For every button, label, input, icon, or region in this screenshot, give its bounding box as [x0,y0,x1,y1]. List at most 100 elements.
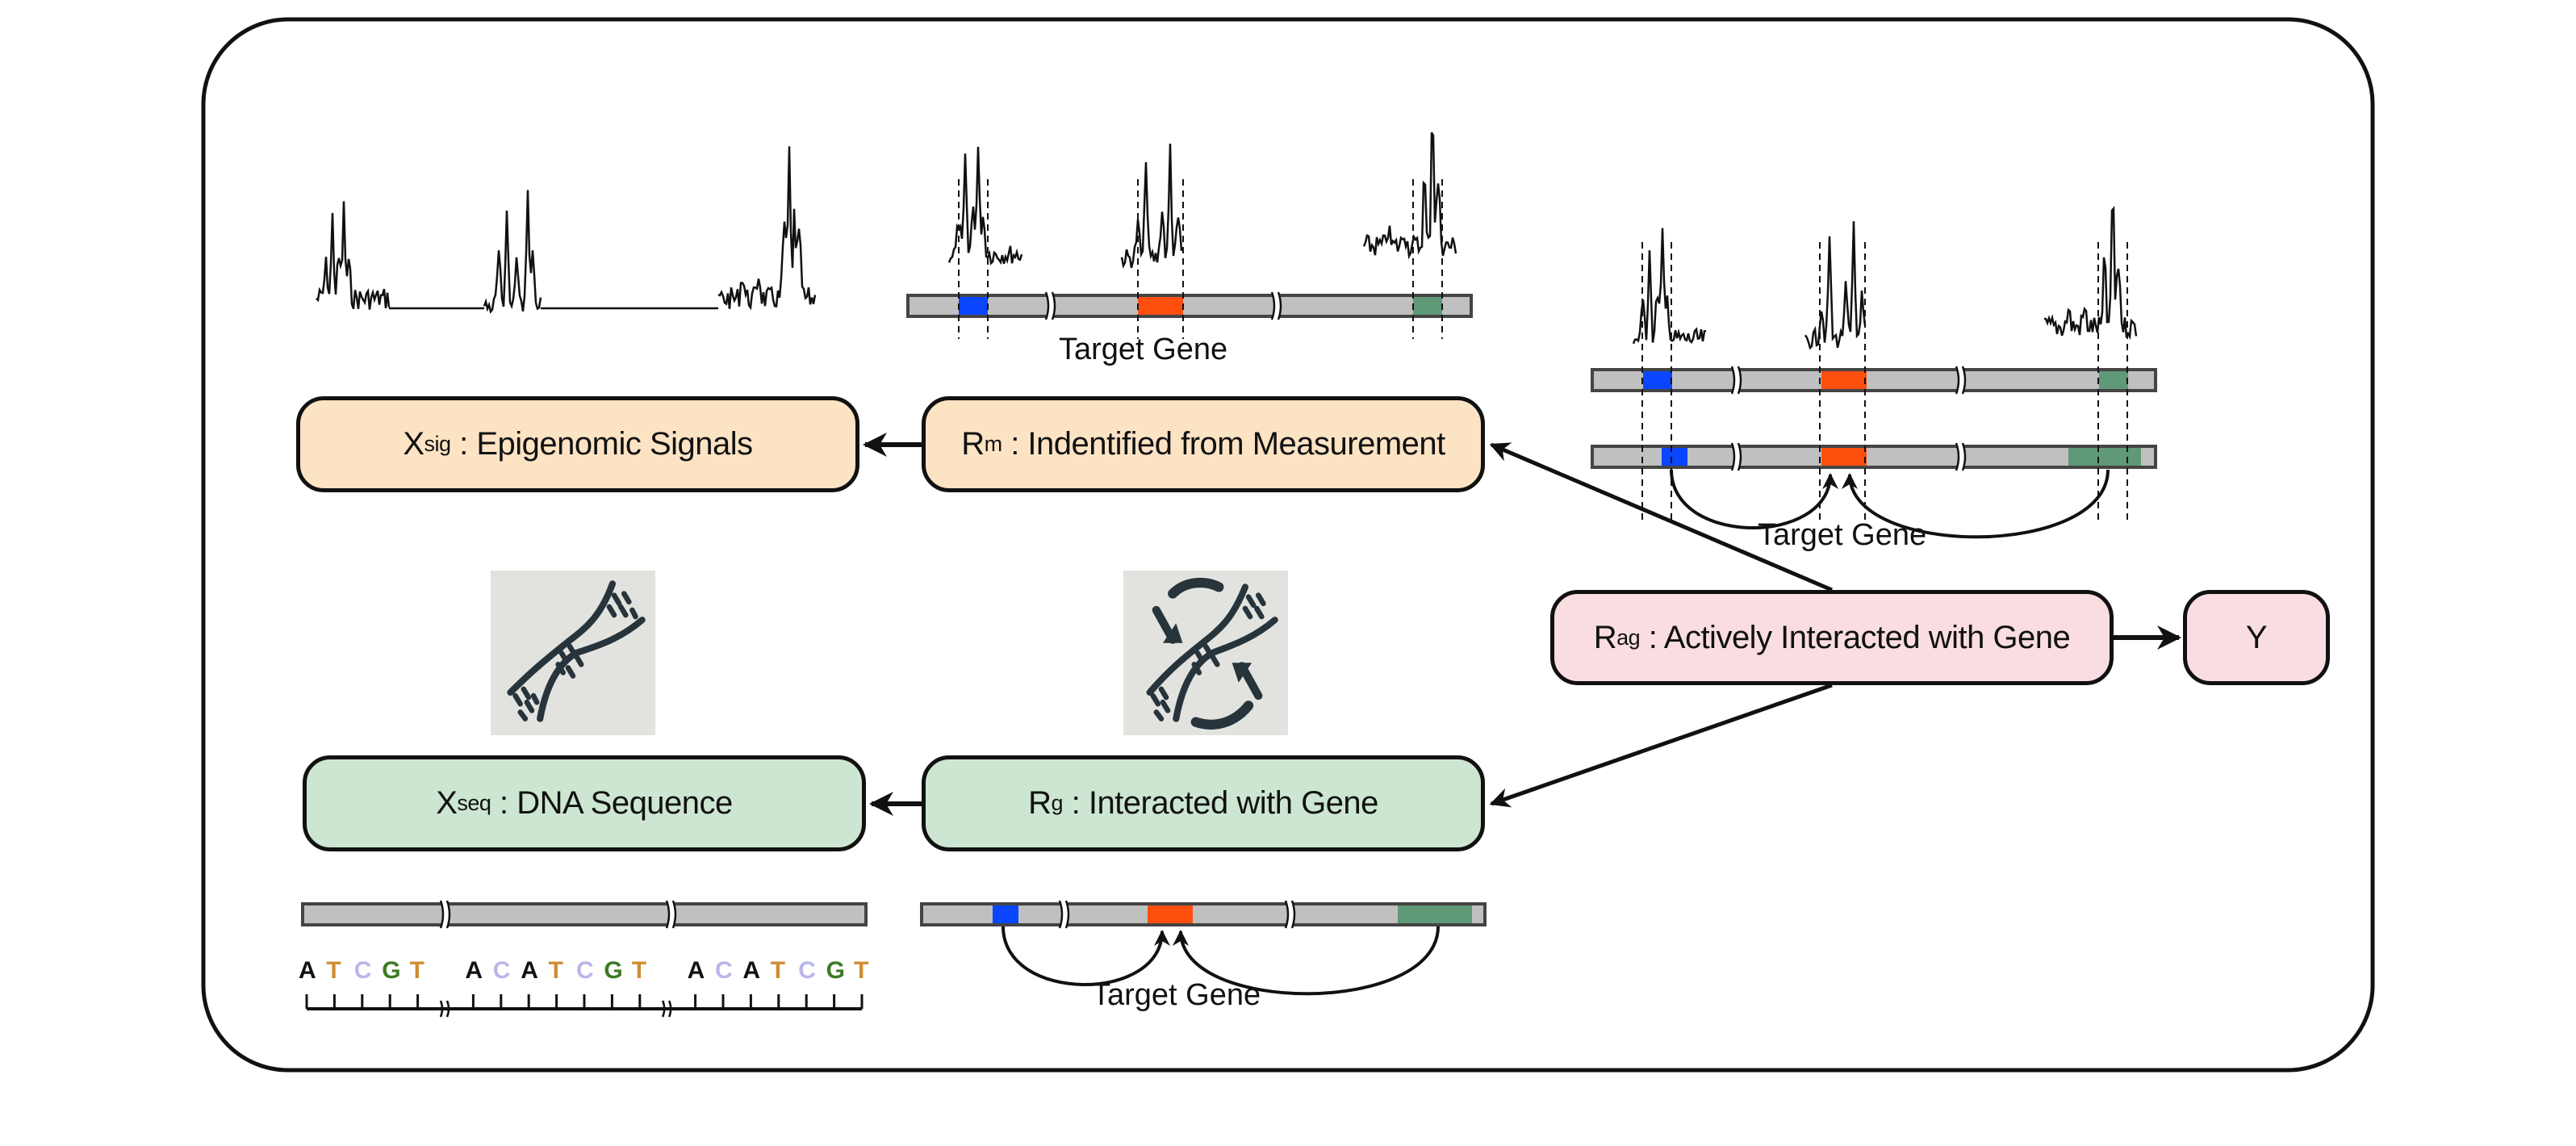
node-r-ag-symbol: R [1593,619,1617,655]
node-x-seq-text: : DNA Sequence [491,785,733,821]
chromosome-tracks [301,179,2157,996]
sequence-axis-break [662,1000,672,1018]
chromosome-right-lower-break-1-gap [1956,441,1965,472]
node-x-seq-symbol: X [436,785,458,821]
target-gene-label-bottom: Target Gene [1092,978,1261,1012]
chromosome-right-lower-region-green [2068,448,2141,466]
node-r-g-subscript: g [1051,791,1063,815]
base-letter: C [492,957,511,984]
node-x-seq-subscript: seq [457,791,491,815]
chromosome-right-upper-break-0-lines [1730,366,1742,395]
chromosome-top-region-red [1138,297,1183,315]
chromosome-right-upper-break-0-gap [1732,365,1741,395]
chromosome-sequence-break-0-gap [441,899,450,930]
chromosome-sequence-break-0-lines [439,900,451,929]
node-r-g-symbol: R [1028,785,1052,821]
sequence-axis [305,994,864,1018]
base-letter: C [715,957,733,984]
node-r-m-text: : Indentified from Measurement [1002,426,1445,462]
node-r-g-text: : Interacted with Gene [1062,785,1379,821]
base-letter: A [299,957,316,984]
node-r-ag-text: : Actively Interacted with Gene [1640,619,2071,655]
chromosome-bottom-region-red [1148,906,1193,923]
base-letter: T [854,957,869,984]
chromosome-right-lower-region-red [1821,448,1867,466]
chromosome-top-break-1-lines [1270,291,1282,320]
base-letter: T [631,957,647,984]
base-letter: G [826,957,845,984]
chromosome-top-region-blue [959,297,988,315]
node-r-ag-subscript: ag [1616,625,1641,650]
dna-interaction-cycle-icon [1123,571,1288,735]
signal-right-2 [1804,221,1867,350]
base-letter: C [576,957,594,984]
base-letter: A [687,957,705,984]
sequence-axis-break [439,1000,450,1018]
base-letter: A [521,957,538,984]
chromosome-right-upper-break-1-lines [1955,366,1967,395]
outer-frame [201,17,2375,1073]
interaction-arc-bottom-blue [1002,926,1170,986]
node-y-symbol: Y [2245,619,2268,655]
chromosome-sequence [301,902,868,926]
node-r-m-symbol: R [961,426,985,462]
base-letter: C [798,957,816,984]
chromosome-bottom-break-1-gap [1286,899,1294,930]
signal-cropped-1 [947,146,1023,266]
interaction-arc-right-blue [1670,469,1838,529]
arrow-rag-to-rg [1489,683,1833,808]
chromosome-right-lower-break-0-lines [1730,442,1742,471]
node-x-sig-symbol: X [403,426,424,462]
interaction-arc-right-green [1842,469,2110,539]
chromosome-right-lower-break-1-lines [1955,442,1967,471]
node-r-m-subscript: m [984,432,1003,456]
chromosome-bottom-region-green [1398,906,1472,923]
chromosome-bottom-region-blue [993,906,1018,923]
chromosome-bottom-break-0-lines [1058,900,1070,929]
chromosome-top [906,294,1473,318]
chromosome-bottom-break-0-gap [1060,899,1068,930]
base-letter: C [353,957,372,984]
signal-cropped-2 [1120,143,1183,270]
chromosome-right-upper-region-red [1821,371,1867,389]
dna-interaction-glyph [1146,577,1278,730]
node-y: Y [2183,590,2330,685]
base-letter: A [742,957,761,984]
chromosome-sequence-break-1-lines [665,900,677,929]
chromosome-right-upper-break-1-gap [1956,365,1965,395]
chromosome-top-break-1-gap [1272,291,1281,321]
node-x-sig-subscript: sig [424,432,452,456]
base-letter: T [326,957,341,984]
chromosome-right-lower-region-blue [1662,448,1687,466]
chromosome-top-break-0-lines [1044,291,1056,320]
chromosome-right-upper [1591,368,2157,392]
chromosome-bottom-break-1-lines [1284,900,1296,929]
dna-helix-icon [491,571,655,735]
signal-track-full-seg3 [717,146,817,311]
chromosome-top-region-green [1413,297,1442,315]
arrow-rag-to-rm [1489,442,1833,592]
base-letter: A [465,957,483,984]
base-letter: G [382,957,401,984]
base-letter: T [770,957,786,984]
interaction-arc-bottom-green [1173,926,1440,996]
signal-track-full-seg2 [483,190,542,315]
signal-track-full-seg1 [316,201,391,310]
epigenomic-signal-tracks [316,132,2138,350]
signal-cropped-3 [1362,132,1457,260]
base-letter: G [604,957,623,984]
base-letter: T [409,957,424,984]
dna-helix-glyph [507,580,646,722]
base-letter: T [548,957,563,984]
chromosome-right-upper-region-blue [1643,371,1672,389]
target-gene-label-right: Target Gene [1758,518,1927,552]
chromosome-right-upper-region-green [2099,371,2128,389]
signal-right-3 [2043,206,2138,341]
target-gene-label-top: Target Gene [1059,333,1228,366]
